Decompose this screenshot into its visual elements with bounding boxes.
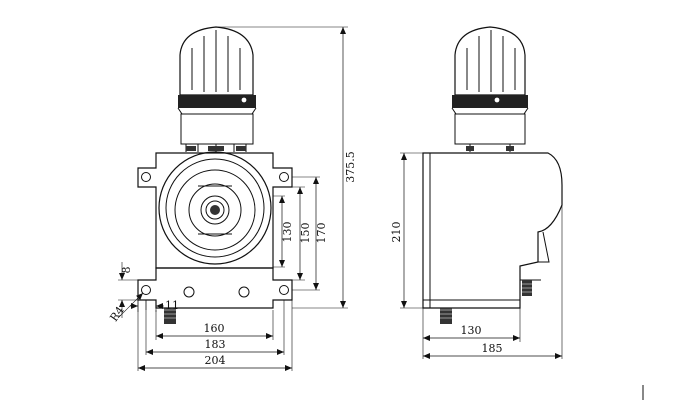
dim-11-label: 11	[165, 299, 179, 312]
dim-r4-label: R4	[107, 304, 126, 324]
dim-150-label: 150	[299, 223, 312, 244]
dim-204-label: 204	[205, 354, 226, 367]
dim-170-label: 170	[315, 223, 328, 244]
dim-185-label: 185	[482, 342, 503, 355]
dim-210: 210	[390, 152, 423, 309]
dim-183-label: 183	[205, 338, 226, 351]
dim-8-label: 8	[120, 267, 133, 274]
dim-375-5: 375.5	[216, 26, 357, 309]
front-mounting-plate	[137, 267, 293, 324]
dim-side-130: 130	[422, 308, 521, 342]
hole-detail: 8 R4 11	[107, 262, 179, 324]
dim-185: 185	[422, 205, 563, 359]
dim-130-label: 130	[281, 222, 294, 243]
side-housing	[422, 152, 563, 324]
side-beacon-dome	[451, 26, 529, 115]
dim-204: 204	[137, 300, 293, 371]
dim-160: 160	[155, 310, 274, 340]
side-view: 210 130 185	[390, 26, 563, 359]
dim-160-label: 160	[204, 322, 225, 335]
front-view: 160 183 204 130 150 170	[107, 26, 357, 371]
dim-170: 170	[292, 176, 328, 291]
dim-375-5-label: 375.5	[344, 151, 357, 183]
dim-130: 130	[273, 195, 294, 268]
dim-210-label: 210	[390, 222, 403, 243]
front-beacon-base	[180, 113, 254, 152]
front-housing	[137, 151, 293, 269]
dim-150: 150	[292, 186, 312, 281]
dim-183: 183	[145, 300, 285, 355]
dim-side-130-label: 130	[461, 324, 482, 337]
side-beacon-base	[454, 113, 526, 152]
front-beacon-dome	[177, 26, 257, 115]
